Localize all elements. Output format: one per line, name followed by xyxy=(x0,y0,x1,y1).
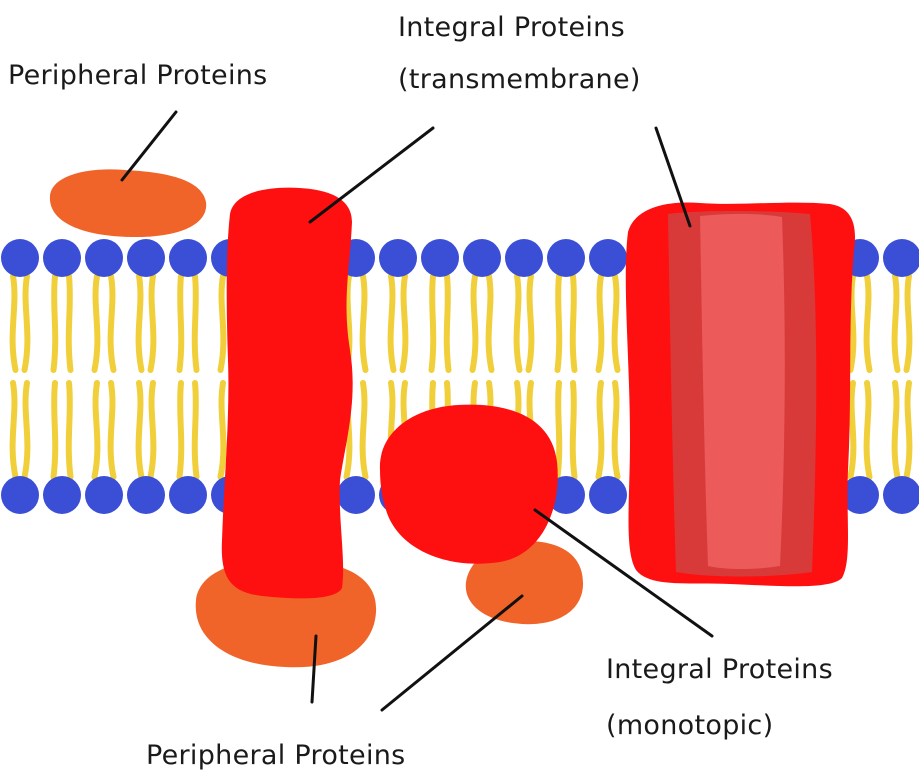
label-integral-monotopic-sub: (monotopic) xyxy=(606,712,773,739)
lipid-tail xyxy=(363,276,366,370)
lipid-tail xyxy=(54,383,56,477)
phospholipid-head xyxy=(547,239,585,277)
lipid-tail xyxy=(599,383,602,477)
lipid-tail xyxy=(907,276,910,370)
lipid-tail xyxy=(180,383,182,477)
lipid-tail xyxy=(139,276,142,370)
phospholipid-head xyxy=(1,476,39,514)
lipid-tail xyxy=(151,383,154,477)
channel-center-band xyxy=(700,214,785,569)
leader-line-peripheral-bottom-right xyxy=(382,596,522,710)
lipid-tail xyxy=(25,276,28,370)
phospholipid-head xyxy=(127,239,165,277)
lipid-tail xyxy=(907,383,910,477)
lipid-tail xyxy=(558,383,560,477)
lipid-tail xyxy=(867,383,870,477)
phospholipid-head xyxy=(421,239,459,277)
leader-line-transmembrane xyxy=(310,128,433,222)
label-integral-transmembrane-title: Integral Proteins xyxy=(398,14,625,41)
phospholipid-head xyxy=(589,239,627,277)
label-integral-transmembrane-sub: (transmembrane) xyxy=(398,66,641,93)
lipid-tail xyxy=(13,276,16,370)
lipid-tail xyxy=(221,276,224,370)
lipid-tail xyxy=(69,383,71,477)
lipid-tail xyxy=(473,276,476,370)
leader-line-peripheral-top xyxy=(122,112,176,180)
lipid-tail xyxy=(195,383,197,477)
lipid-tail xyxy=(391,276,394,370)
lipid-tail xyxy=(573,276,575,370)
phospholipid-head xyxy=(43,239,81,277)
lipid-tail xyxy=(615,276,618,370)
lipid-tail xyxy=(363,383,366,477)
phospholipid-head xyxy=(85,239,123,277)
lipid-tail xyxy=(13,383,16,477)
phospholipid-head xyxy=(463,239,501,277)
lipid-tail xyxy=(180,276,182,370)
phospholipid-head xyxy=(85,476,123,514)
lipid-tail xyxy=(25,383,28,477)
lipid-tail xyxy=(895,383,898,477)
lipid-tail xyxy=(195,276,197,370)
phospholipid-head xyxy=(883,239,919,277)
lipid-tail xyxy=(69,276,71,370)
phospholipid-head xyxy=(1,239,39,277)
lipid-tail xyxy=(403,276,406,370)
phospholipid-head xyxy=(169,476,207,514)
lipid-tail xyxy=(895,276,898,370)
lipid-tail xyxy=(95,383,98,477)
phospholipid-head xyxy=(43,476,81,514)
label-peripheral-proteins-bottom: Peripheral Proteins xyxy=(146,742,406,769)
integral-transmembrane-protein xyxy=(222,188,353,599)
lipid-tail xyxy=(111,383,114,477)
lipid-tail xyxy=(54,276,56,370)
lipid-tail xyxy=(95,276,98,370)
lipid-tail xyxy=(851,383,854,477)
phospholipid-head xyxy=(169,239,207,277)
phospholipid-head xyxy=(589,476,627,514)
lipid-tail xyxy=(558,276,560,370)
lipid-tail xyxy=(447,276,449,370)
lipid-tail xyxy=(529,276,532,370)
integral-monotopic-protein xyxy=(380,405,558,564)
lipid-tail xyxy=(867,276,870,370)
phospholipid-head xyxy=(505,239,543,277)
lipid-tail xyxy=(139,383,142,477)
lipid-tail xyxy=(221,383,224,477)
lipid-tail xyxy=(615,383,618,477)
phospholipid-head xyxy=(883,476,919,514)
lipid-tail xyxy=(151,276,154,370)
lipid-tail xyxy=(517,276,520,370)
phospholipid-head xyxy=(127,476,165,514)
phospholipid-head xyxy=(337,476,375,514)
lipid-tail xyxy=(573,383,575,477)
phospholipid-head xyxy=(379,239,417,277)
label-integral-monotopic-title: Integral Proteins xyxy=(606,656,833,683)
label-peripheral-proteins-top: Peripheral Proteins xyxy=(8,62,268,89)
lipid-tail xyxy=(111,276,114,370)
lipid-tail xyxy=(599,276,602,370)
lipid-tail xyxy=(432,276,434,370)
peripheral-protein-top xyxy=(50,169,206,237)
lipid-tail xyxy=(489,276,492,370)
